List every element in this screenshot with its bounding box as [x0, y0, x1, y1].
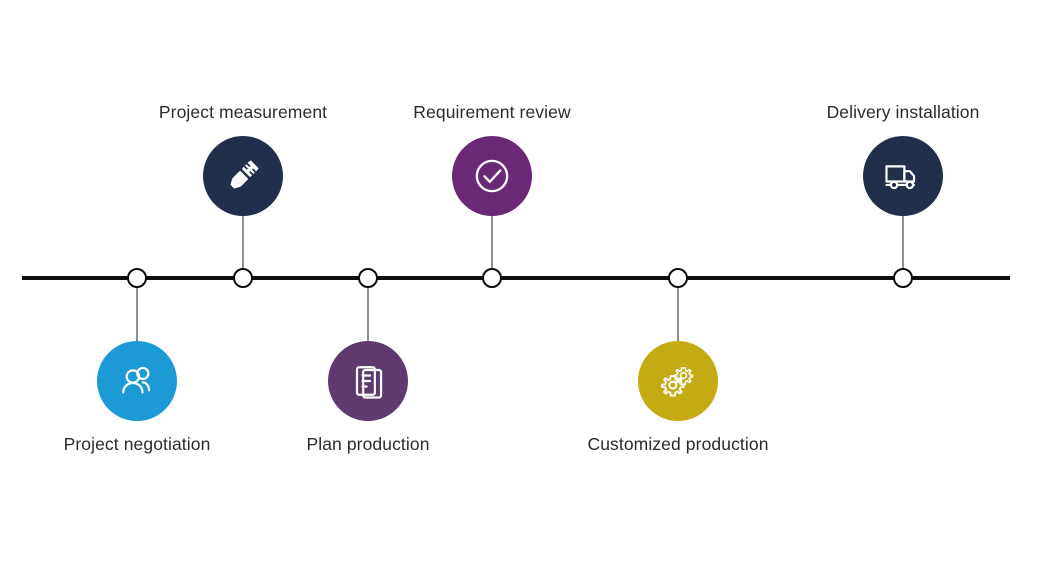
step-label-3: Plan production: [306, 434, 430, 454]
delivery-truck-icon: [885, 165, 916, 190]
gears-icon: [661, 367, 694, 397]
step-icon-bubble-3[interactable]: [328, 341, 408, 421]
step-icon-bubble-2[interactable]: [203, 136, 283, 216]
step-label-1: Project negotiation: [63, 434, 211, 454]
step-label-4: Requirement review: [413, 102, 571, 122]
timeline-node-marker[interactable]: [668, 268, 688, 288]
timeline-connector: [491, 216, 493, 278]
step-icon-bubble-6[interactable]: [863, 136, 943, 216]
users-group-icon: [122, 366, 151, 394]
timeline-connector: [136, 278, 138, 341]
pencil-ruler-icon: [230, 160, 259, 189]
step-icon-bubble-1[interactable]: [97, 341, 177, 421]
timeline-node-marker[interactable]: [127, 268, 147, 288]
timeline-node-marker[interactable]: [233, 268, 253, 288]
timeline-connector: [242, 216, 244, 278]
documents-icon: [355, 366, 383, 399]
timeline-connector: [367, 278, 369, 341]
check-circle-icon: [475, 159, 509, 193]
step-label-5: Customized production: [587, 434, 769, 454]
timeline-node-marker[interactable]: [358, 268, 378, 288]
step-icon-bubble-5[interactable]: [638, 341, 718, 421]
timeline-axis: [22, 276, 1010, 280]
step-label-6: Delivery installation: [826, 102, 980, 122]
timeline-node-marker[interactable]: [482, 268, 502, 288]
timeline-connector: [902, 216, 904, 278]
step-icon-bubble-4[interactable]: [452, 136, 532, 216]
timeline-connector: [677, 278, 679, 341]
step-label-2: Project measurement: [158, 102, 328, 122]
timeline-node-marker[interactable]: [893, 268, 913, 288]
